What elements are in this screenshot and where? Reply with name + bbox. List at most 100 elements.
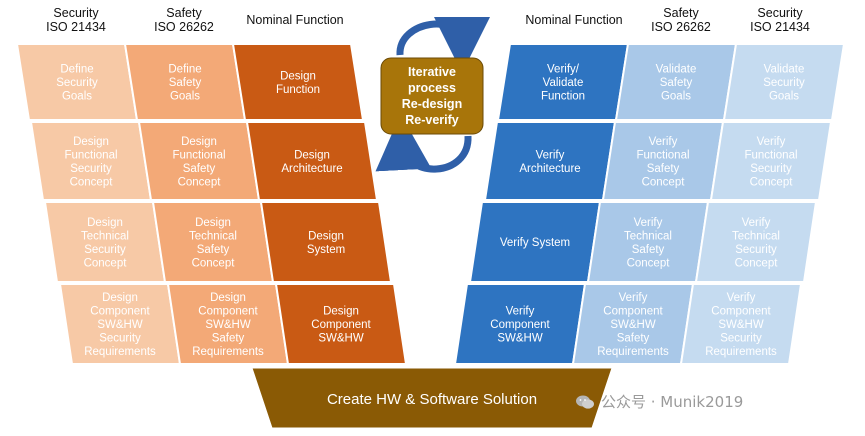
right-row4-security-label-line: Security [720,333,762,345]
right-row4-safety-label-line: Safety [617,333,650,345]
right-row4-safety-label-line: Verify [619,292,648,304]
header-left-safety-line2: ISO 26262 [154,20,214,34]
right-row4-nominal-label-line: Verify [506,306,535,318]
left-row4-nominal-label-line: Design [323,306,359,318]
right-row3-security-label-line: Security [735,244,777,256]
left-row2-security-label-line: Security [70,163,112,175]
header-left-security-line1: Security [53,6,99,20]
right-row2-nominal-label-line: Verify [536,149,565,161]
right-row3-nominal-label: Verify System [500,237,570,249]
left-row1-safety-label-line: Goals [170,91,200,103]
left-row3-security-label-line: Design [87,217,123,229]
left-row2-security-label-line: Design [73,136,109,148]
right-row1-safety-label-line: Safety [660,77,693,89]
left-row3-security-label-line: Security [84,244,126,256]
header-right-nominal: Nominal Function [525,13,623,27]
right-row1-nominal-label-line: Verify/ [547,64,580,76]
left-row2-security-label-line: Functional [64,149,117,161]
right-row4-safety-label-line: Component [603,306,663,318]
left-row4-nominal-label-line: Component [311,319,371,331]
left-row4-security-label-line: Component [90,306,150,318]
right-row2-security-label-line: Security [750,163,792,175]
right-row2-security-label-line: Verify [757,136,786,148]
right-row3-safety-label-line: Concept [627,257,671,269]
right-row2-security-label-line: Functional [744,149,797,161]
right-row2-safety-label-line: Safety [647,163,680,175]
left-row1-safety-label-line: Safety [169,77,202,89]
left-row2-safety-label-line: Concept [178,176,222,188]
right-row1-nominal-label-line: Function [541,91,585,103]
iterative-process-label: Re-verify [405,113,459,127]
right-row3-safety-label-line: Verify [634,217,663,229]
right-row4-nominal-label-line: SW&HW [497,333,543,345]
right-row2-security-label-line: Concept [750,176,794,188]
left-row3-safety-label-line: Technical [189,230,237,242]
left-row4-security-label-line: Design [102,292,138,304]
right-row3-security-label-line: Concept [735,257,779,269]
right-row3-nominal-label-line: Verify System [500,237,570,249]
right-row3-safety-label-line: Technical [624,230,672,242]
right-row3-security-label-line: Verify [742,217,771,229]
left-row2-nominal-label-line: Design [294,149,330,161]
right-row1-nominal-label-line: Validate [543,77,584,89]
right-row1-safety-label-line: Validate [656,64,697,76]
left-row4-safety-label-line: SW&HW [205,319,251,331]
left-row3-nominal-label-line: System [307,244,345,256]
header-left-security-line2: ISO 21434 [46,20,106,34]
right-row1-security-label-line: Security [763,77,805,89]
left-row4-security-label-line: Requirements [84,346,156,358]
left-row1-security-label-line: Define [60,64,93,76]
left-row1-safety-label-line: Define [168,64,201,76]
left-row3-nominal-cell [259,201,393,283]
loop-arrow-top [396,16,490,73]
right-row1-security-cell [722,43,846,121]
left-row4-safety-label-line: Requirements [192,346,264,358]
base-solution-label: Create HW & Software Solution [327,391,537,408]
right-row4-safety-label-line: Requirements [597,346,669,358]
right-row3-security-label-line: Technical [732,230,780,242]
left-row4-nominal-cell [274,283,408,365]
right-row2-safety-label-line: Functional [636,149,689,161]
base-solution-shape [251,367,613,429]
header-right-security-line2: ISO 21434 [750,20,810,34]
right-row4-security-label-line: Component [711,306,771,318]
left-row4-security-label-line: Security [99,333,141,345]
right-row3-security-cell [694,201,818,283]
right-row4-security-label-line: SW&HW [718,319,764,331]
header-right-safety: Safety ISO 26262 [641,6,721,34]
left-row1-security-label-line: Goals [62,91,92,103]
header-right-security: Security ISO 21434 [740,6,820,34]
right-row2-safety-label-line: Verify [649,136,678,148]
left-row2-safety-label-line: Safety [183,163,216,175]
wechat-icon [576,395,594,409]
left-row1-nominal-label-line: Design [280,70,316,82]
right-row4-nominal-label-line: Component [490,319,550,331]
left-row1-nominal-cell [231,43,365,121]
left-row4-safety-label-line: Component [198,306,258,318]
left-row4-safety-label-line: Design [210,292,246,304]
left-row3-safety-label-line: Concept [192,257,236,269]
header-left-security: Security ISO 21434 [36,6,116,34]
iterative-process-label: Iterative [408,65,456,79]
iterative-process-label: Re-design [402,97,462,111]
right-row1-safety-label-line: Goals [661,91,691,103]
right-row2-security-cell [709,121,833,201]
left-row2-safety-label-line: Design [181,136,217,148]
right-row1-security-label-line: Validate [764,64,805,76]
